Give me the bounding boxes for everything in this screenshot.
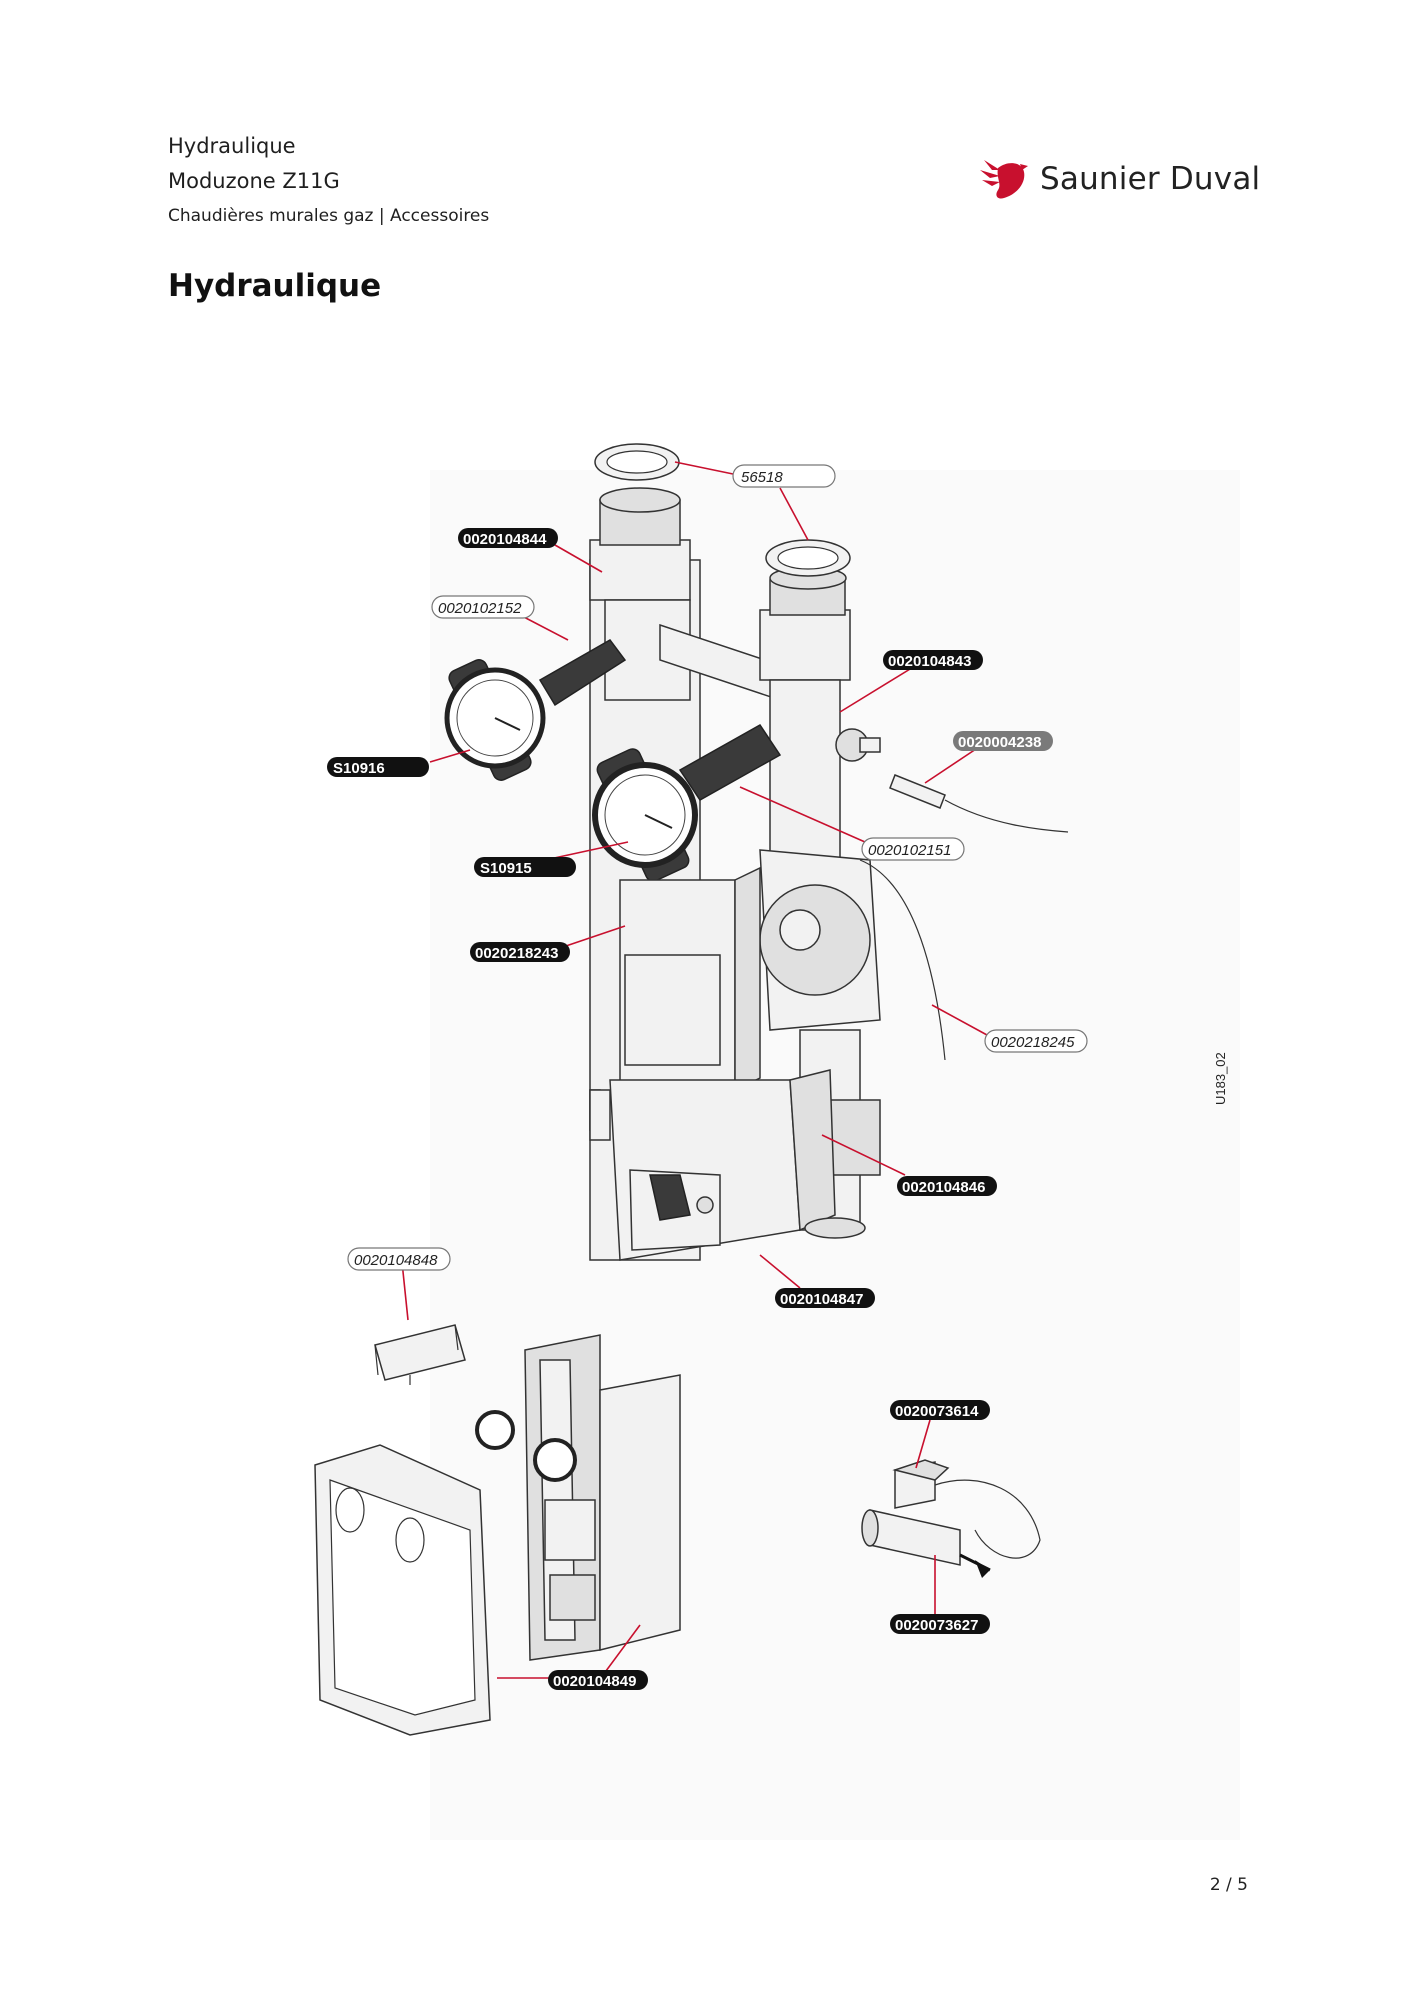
part-label-0020218243: 0020218243 <box>470 942 570 962</box>
part-label-0020102151: 0020102151 <box>861 837 965 861</box>
part-label-0020104844: 0020104844 <box>458 528 558 548</box>
drawing-code: U183_02 <box>1213 1052 1228 1105</box>
svg-text:0020218243: 0020218243 <box>475 945 558 962</box>
part-label-56518: 56518 <box>732 464 836 488</box>
svg-text:0020004238: 0020004238 <box>958 734 1041 751</box>
brand-name: Saunier Duval <box>1040 161 1261 197</box>
part-label-0020073614: 0020073614 <box>890 1400 990 1420</box>
svg-text:0020073627: 0020073627 <box>895 1617 978 1634</box>
brand-logo: Saunier Duval <box>978 156 1260 202</box>
part-label-0020102152: 0020102152 <box>431 595 535 619</box>
svg-text:0020218245: 0020218245 <box>991 1034 1075 1051</box>
header-category: Hydraulique <box>168 134 296 158</box>
part-label-0020104847: 0020104847 <box>775 1288 875 1308</box>
part-label-0020104846: 0020104846 <box>897 1176 997 1196</box>
svg-text:0020104843: 0020104843 <box>888 653 971 670</box>
bird-logo-icon <box>980 160 1028 199</box>
svg-text:56518: 56518 <box>741 469 783 486</box>
svg-text:0020104849: 0020104849 <box>553 1673 636 1690</box>
svg-text:0020102152: 0020102152 <box>438 600 522 617</box>
part-label-0020218245: 0020218245 <box>984 1029 1088 1053</box>
svg-text:S10915: S10915 <box>480 860 532 877</box>
page-number: 2 / 5 <box>1209 1875 1248 1895</box>
part-label-S10916: S10916 <box>327 757 429 777</box>
svg-text:S10916: S10916 <box>333 760 385 777</box>
svg-text:0020104844: 0020104844 <box>463 531 547 548</box>
svg-text:0020104848: 0020104848 <box>354 1252 438 1269</box>
part-label-0020104848: 0020104848 <box>347 1247 451 1271</box>
header-product: Moduzone Z11G <box>168 169 340 193</box>
svg-text:0020104847: 0020104847 <box>780 1291 863 1308</box>
svg-text:0020104846: 0020104846 <box>902 1179 985 1196</box>
svg-text:0020073614: 0020073614 <box>895 1403 979 1420</box>
part-label-0020104843: 0020104843 <box>883 650 983 670</box>
header-breadcrumb: Chaudières murales gaz | Accessoires <box>168 206 490 226</box>
part-label-S10915: S10915 <box>474 857 576 877</box>
part-label-0020004238: 0020004238 <box>953 731 1053 751</box>
part-label-0020073627: 0020073627 <box>890 1614 990 1634</box>
page-title: Hydraulique <box>168 268 382 304</box>
part-label-0020104849: 0020104849 <box>548 1670 648 1690</box>
svg-text:0020102151: 0020102151 <box>868 842 951 859</box>
